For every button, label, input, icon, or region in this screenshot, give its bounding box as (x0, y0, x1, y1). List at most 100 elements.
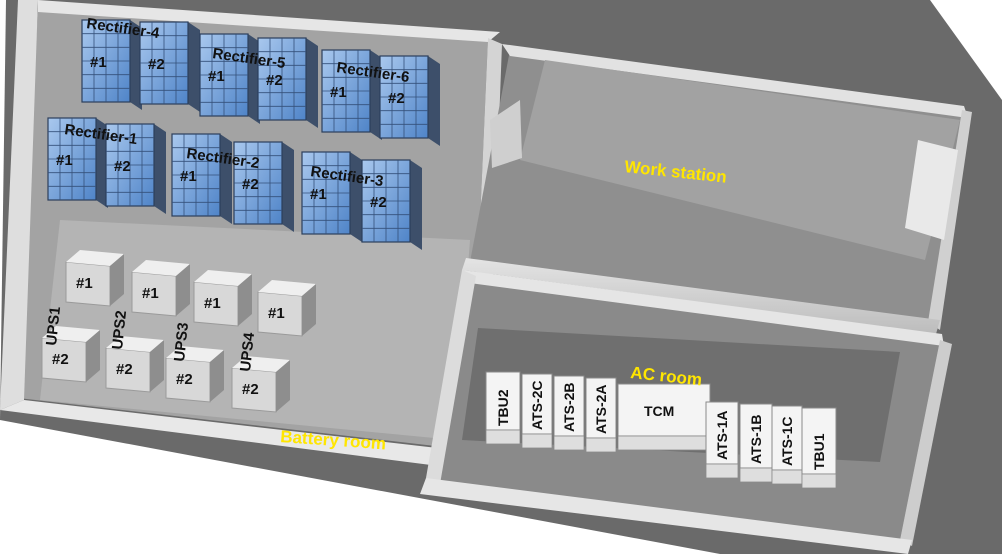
ups-cabinet-top (232, 356, 290, 372)
ac-unit-tbu1: TBU1 (801, 407, 837, 489)
ups-unit-label: #2 (116, 361, 133, 378)
ups-cabinet-side (276, 360, 290, 412)
rectifier-rack-unit: #2 (257, 37, 318, 128)
ac-unit-base (705, 463, 739, 479)
rectifier-rack-unit: #2 (105, 123, 166, 214)
ac-unit-base (585, 437, 617, 453)
ac-room-bottom-wall (420, 478, 912, 554)
ups-cabinet-side (150, 340, 164, 392)
rack-side (428, 56, 440, 146)
ac-unit-base (771, 469, 803, 485)
ups-cabinet-top (258, 280, 316, 296)
ac-unit-body (521, 373, 553, 435)
battery-room-wall-top (38, 0, 500, 42)
rack-unit-label: #2 (266, 72, 283, 89)
workstation-inner-wall (520, 60, 960, 260)
ups-cabinet-side (302, 284, 316, 336)
ups-cabinet-side (210, 350, 224, 402)
ups-unit-label: #2 (176, 371, 193, 388)
ac-unit-label: ATS-1C (779, 416, 795, 466)
ac-unit-base (739, 467, 773, 483)
ac-unit-label: TCM (644, 403, 674, 419)
ac-unit-body (739, 403, 773, 469)
ups-unit-label: #1 (76, 275, 93, 292)
ups-unit-label: #2 (242, 381, 259, 398)
rectifier-rack-unit: #1 (171, 133, 232, 224)
ups-cabinet: #2 (41, 326, 100, 383)
ac-unit-ats-2a: ATS-2A (585, 377, 617, 453)
rack-unit-label: #2 (148, 56, 165, 73)
ac-unit-body (485, 371, 521, 431)
ups-unit-label: #1 (142, 285, 159, 302)
rectifier-rack-unit: #1 (81, 19, 142, 110)
ac-unit-base (617, 435, 711, 451)
ac-unit-label: ATS-2C (529, 380, 545, 430)
rectifier-rack-unit: #2 (233, 141, 294, 232)
ac-unit-label: ATS-2A (593, 384, 609, 434)
rack-side (370, 50, 382, 140)
ups-unit-label: #1 (204, 295, 221, 312)
workstation-back-wall (502, 44, 968, 118)
rack-unit-label: #1 (330, 84, 347, 101)
rack-side (282, 142, 294, 232)
rectifier-rack-unit: #2 (139, 21, 200, 112)
rack-unit-label: #1 (208, 68, 225, 85)
rack-side (248, 34, 260, 124)
ac-unit-base (485, 429, 521, 445)
ac-unit-base (521, 433, 553, 449)
ups-cabinet-top (166, 346, 224, 362)
ac-unit-ats-2c: ATS-2C (521, 373, 553, 449)
battery-room-wall-bottom (0, 400, 472, 470)
ups-cabinet-side (86, 330, 100, 382)
ups-cabinet: #1 (257, 280, 316, 337)
ac-unit-label: ATS-1A (714, 410, 730, 460)
ac-room-right-wall (900, 340, 952, 546)
rack-side (96, 118, 108, 208)
ac-unit-ats-1c: ATS-1C (771, 405, 803, 485)
rack-unit-label: #1 (90, 54, 107, 71)
ac-unit-base (553, 435, 585, 451)
ac-unit-label: ATS-2B (561, 382, 577, 432)
ac-unit-label: TBU1 (811, 433, 827, 470)
ups-cabinet: #1 (193, 270, 252, 327)
rack-unit-label: #2 (370, 194, 387, 211)
rectifier-rack-unit: #1 (321, 49, 382, 140)
ac-unit-body (617, 383, 711, 437)
ups-cabinet-side (110, 254, 124, 306)
rack-unit-label: #1 (180, 168, 197, 185)
ups-cabinet: #2 (231, 356, 290, 413)
rectifier-rack-unit: #2 (379, 55, 440, 146)
ac-unit-tbu2: TBU2 (485, 371, 521, 445)
rack-side (350, 152, 362, 242)
ups-cabinet-top (194, 270, 252, 286)
ac-unit-ats-1b: ATS-1B (739, 403, 773, 483)
rectifier-rack-unit: #2 (361, 159, 422, 250)
ac-unit-label: TBU2 (495, 389, 511, 426)
rectifier-rack-unit: #1 (301, 151, 362, 242)
ac-room-equipment: TBU2 ATS-2C ATS-2B ATS-2A TCM ATS-1A ATS-1B ATS… (485, 371, 837, 489)
ups-ups2: #1 #2 UPS2 (105, 260, 190, 393)
rack-side (410, 160, 422, 250)
rack-unit-label: #1 (56, 152, 73, 169)
rack-side (188, 22, 200, 112)
workstation-bottom-wall (462, 258, 940, 334)
rack-unit-label: #2 (114, 158, 131, 175)
ups-cabinet-top (66, 250, 124, 266)
ac-unit-tcm: TCM (617, 383, 711, 451)
ups-cabinet-side (176, 264, 190, 316)
ups-cabinet-side (238, 274, 252, 326)
rack-side (154, 124, 166, 214)
rack-unit-label: #2 (388, 90, 405, 107)
rack-side (306, 38, 318, 128)
ups-label: UPS2 (109, 310, 130, 351)
